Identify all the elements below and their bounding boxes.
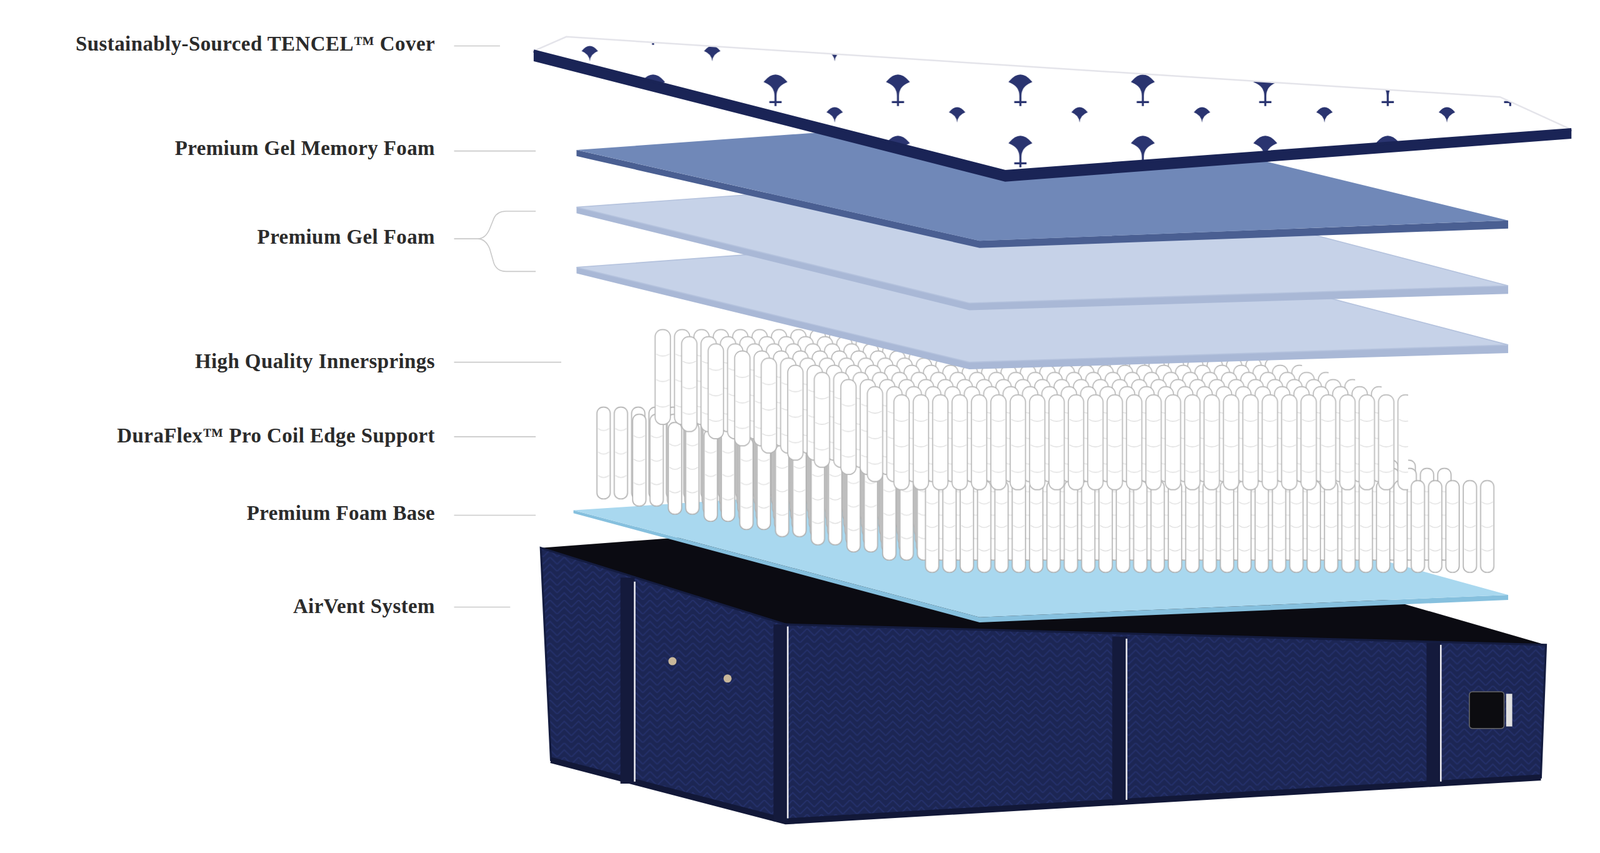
part-label: DuraFlex™ Pro Coil Edge Support	[116, 423, 435, 449]
tencel-cover	[533, 36, 1572, 182]
part-label: Premium Gel Foam	[257, 224, 435, 250]
part-label: Premium Foam Base	[246, 500, 435, 526]
leader-lines	[454, 46, 562, 608]
part-label: High Quality Innersprings	[195, 348, 435, 374]
part-label: Sustainably-Sourced TENCEL™ Cover	[75, 31, 435, 57]
part-label: AirVent System	[293, 593, 435, 619]
part-label: Premium Gel Memory Foam	[175, 135, 435, 161]
